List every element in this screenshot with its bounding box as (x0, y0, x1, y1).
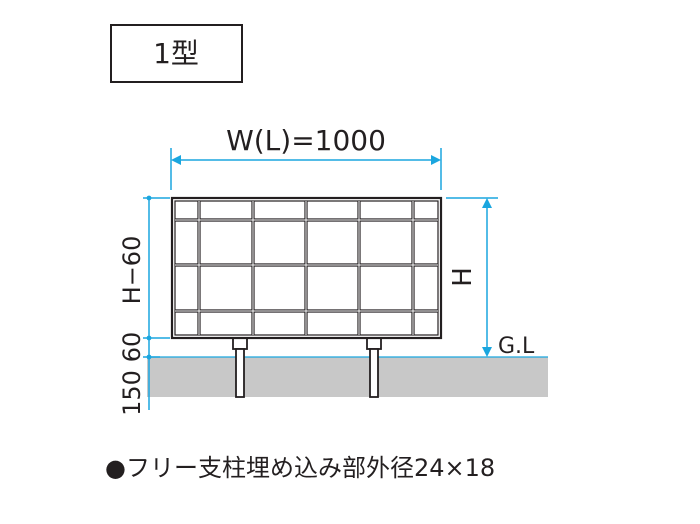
ground-level-label: G.L (498, 334, 535, 359)
panel-grid-highlights (175, 201, 438, 335)
left-post (235, 348, 245, 398)
left-dimension-chain (143, 195, 170, 410)
width-dimension-line (170, 148, 442, 190)
type-label: 1型 (153, 37, 199, 70)
type-label-box (110, 24, 243, 83)
dimension-panel-height: H−60 (118, 236, 146, 305)
ground-fill (147, 357, 548, 397)
height-dimension-line (446, 197, 498, 357)
right-post-cap (366, 337, 382, 350)
height-label: H (448, 267, 478, 287)
post-note: ●フリー支柱埋め込み部外径24×18 (105, 454, 495, 482)
width-dimension-label: W(L)=1000 (226, 124, 386, 157)
fence-posts (232, 337, 382, 398)
right-post (369, 348, 379, 398)
dimension-gap: 60 (118, 332, 146, 363)
left-post-cap (232, 337, 248, 350)
fence-panel (170, 196, 443, 340)
dimension-embed-depth: 150 (118, 370, 146, 416)
